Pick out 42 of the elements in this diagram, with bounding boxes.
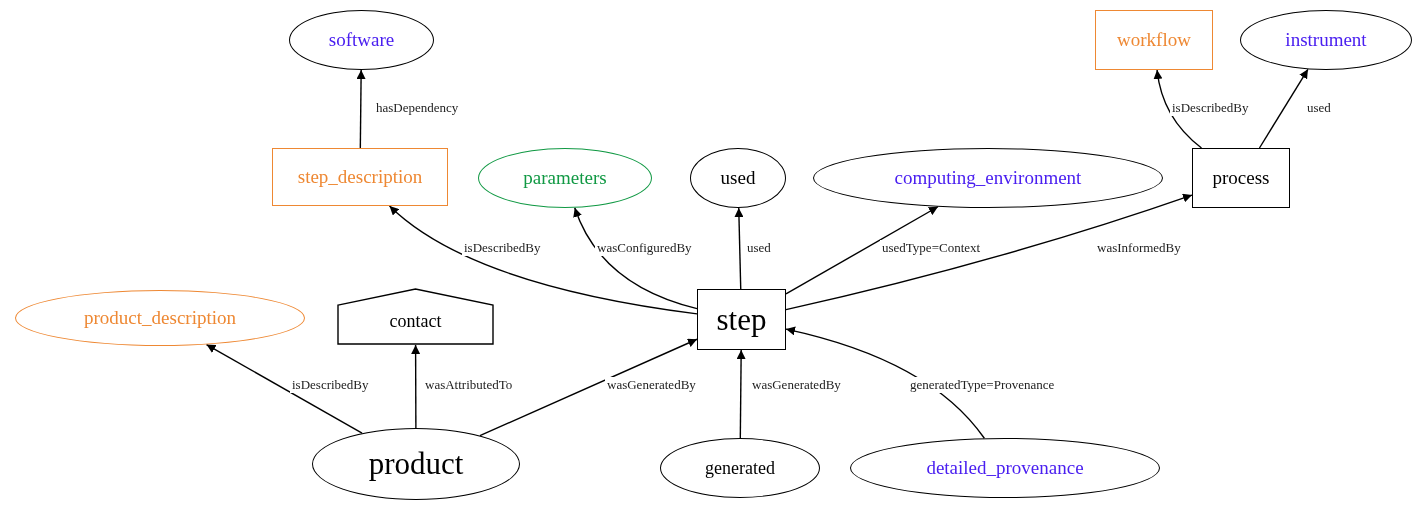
rectangle-node [1192,148,1290,208]
node-label: software [328,29,395,51]
arrow [734,207,744,290]
node-label: contact [389,311,442,332]
edge-label: wasInformedBy [1095,240,1183,256]
edge-label: wasConfiguredBy [595,240,694,256]
edge-label: wasGeneratedBy [750,377,843,393]
node-label: step_description [297,166,423,188]
house-node [337,288,494,345]
rectangle-node [697,289,786,350]
edge-label: isDescribedBy [290,377,371,393]
node-label: workflow [1117,29,1191,51]
node-label: computing_environment [894,167,1082,189]
arrow [1258,68,1309,149]
edge-label: isDescribedBy [1170,100,1251,116]
arrow [785,206,939,295]
node-label: detailed_provenance [926,457,1084,479]
arrow [573,207,698,310]
node-label: used [720,167,756,189]
node-label: generated [705,457,775,479]
arrow [785,326,986,439]
node-label: product_description [84,307,236,329]
arrow [479,338,698,437]
node-label: process [1212,167,1270,189]
arrow [785,193,1193,311]
arrow [411,344,421,429]
arrow [736,349,746,439]
node-label: product [368,446,464,482]
node-label: instrument [1285,29,1367,51]
arrow [1153,69,1203,149]
edge-label: generatedType=Provenance [908,377,1057,393]
edge-label: wasGeneratedBy [605,377,698,393]
edge-label: hasDependency [374,100,461,116]
edge-label: usedType=Context [880,240,983,256]
arrow [205,343,363,434]
node-label: step [716,301,767,338]
node-label: parameters [523,167,607,189]
arrow [356,69,366,149]
rectangle-node [272,148,448,206]
edge-label: isDescribedBy [462,240,543,256]
arrow [388,205,698,315]
rectangle-node [1095,10,1213,70]
